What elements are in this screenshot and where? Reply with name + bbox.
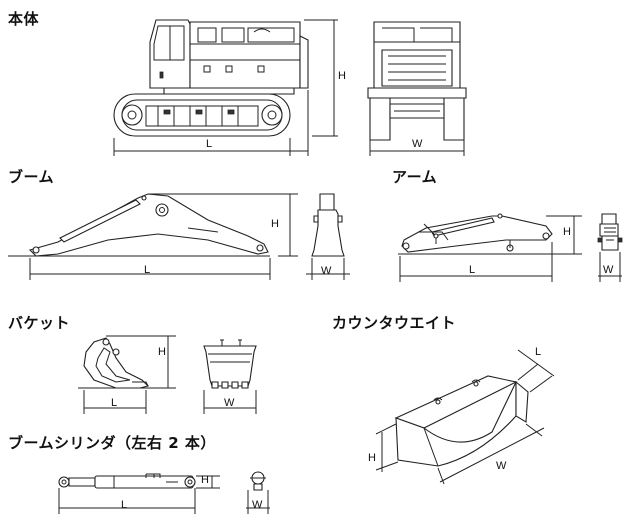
arm-width-label: W bbox=[603, 264, 614, 276]
body-height-label: H bbox=[338, 70, 346, 82]
section-title-bucket: バケット bbox=[8, 314, 71, 332]
boom-cylinder-width-label: W bbox=[252, 499, 263, 511]
boom-side-view bbox=[8, 190, 298, 282]
boom-front-view bbox=[302, 190, 354, 282]
section-title-arm: アーム bbox=[392, 168, 438, 186]
boom-length-label: L bbox=[144, 264, 151, 276]
section-title-counterweight: カウンタウエイト bbox=[332, 314, 457, 332]
bucket-width-label: W bbox=[224, 397, 235, 409]
body-length-label: L bbox=[206, 138, 213, 150]
counterweight-iso-view bbox=[368, 336, 564, 498]
counterweight-length-label: L bbox=[535, 346, 542, 358]
arm-front-view bbox=[596, 210, 624, 284]
section-title-boom-cylinder: ブームシリンダ（左右 2 本） bbox=[8, 434, 216, 452]
boom-cylinder-side-view bbox=[54, 468, 220, 514]
bucket-length-label: L bbox=[111, 397, 118, 409]
excavator-rear-view bbox=[364, 14, 470, 158]
arm-length-label: L bbox=[469, 264, 476, 276]
section-title-body: 本体 bbox=[8, 10, 40, 28]
body-width-label: W bbox=[412, 138, 423, 150]
bucket-front-view bbox=[198, 332, 262, 416]
boom-width-label: W bbox=[321, 265, 332, 277]
boom-cylinder-height-label: H bbox=[201, 474, 209, 486]
bucket-side-view bbox=[76, 332, 176, 416]
boom-cylinder-length-label: L bbox=[121, 499, 128, 511]
bucket-height-label: H bbox=[158, 346, 166, 358]
counterweight-width-label: W bbox=[496, 460, 507, 472]
section-title-boom: ブーム bbox=[8, 168, 55, 186]
boom-height-label: H bbox=[271, 218, 279, 230]
counterweight-height-label: H bbox=[368, 452, 376, 464]
boom-cylinder-end-view bbox=[244, 468, 272, 514]
excavator-side-view bbox=[108, 14, 338, 158]
arm-height-label: H bbox=[563, 226, 571, 238]
arm-side-view bbox=[396, 206, 582, 284]
